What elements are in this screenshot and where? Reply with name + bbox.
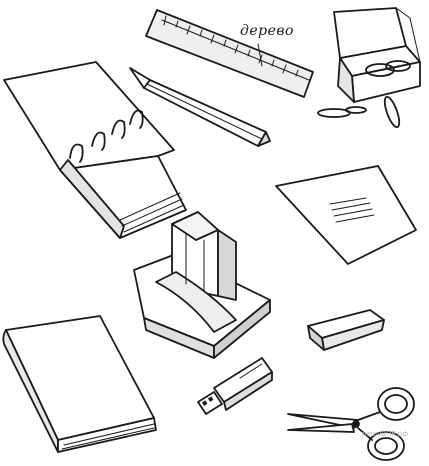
pencil-icon — [129, 67, 271, 147]
eraser-icon — [307, 309, 385, 351]
usb-flash-drive-icon — [197, 357, 273, 415]
exercise-book-icon — [275, 165, 417, 265]
scissors-icon — [287, 387, 415, 461]
ruler-material-label: дерево — [240, 23, 294, 39]
paperclip-box-icon — [317, 7, 421, 129]
ring-binder-icon — [3, 61, 187, 239]
ruler-icon — [145, 9, 314, 98]
watermark: решуВПР.рф — [362, 430, 409, 438]
pencil-holder-icon — [133, 211, 271, 359]
book-icon — [2, 315, 157, 453]
